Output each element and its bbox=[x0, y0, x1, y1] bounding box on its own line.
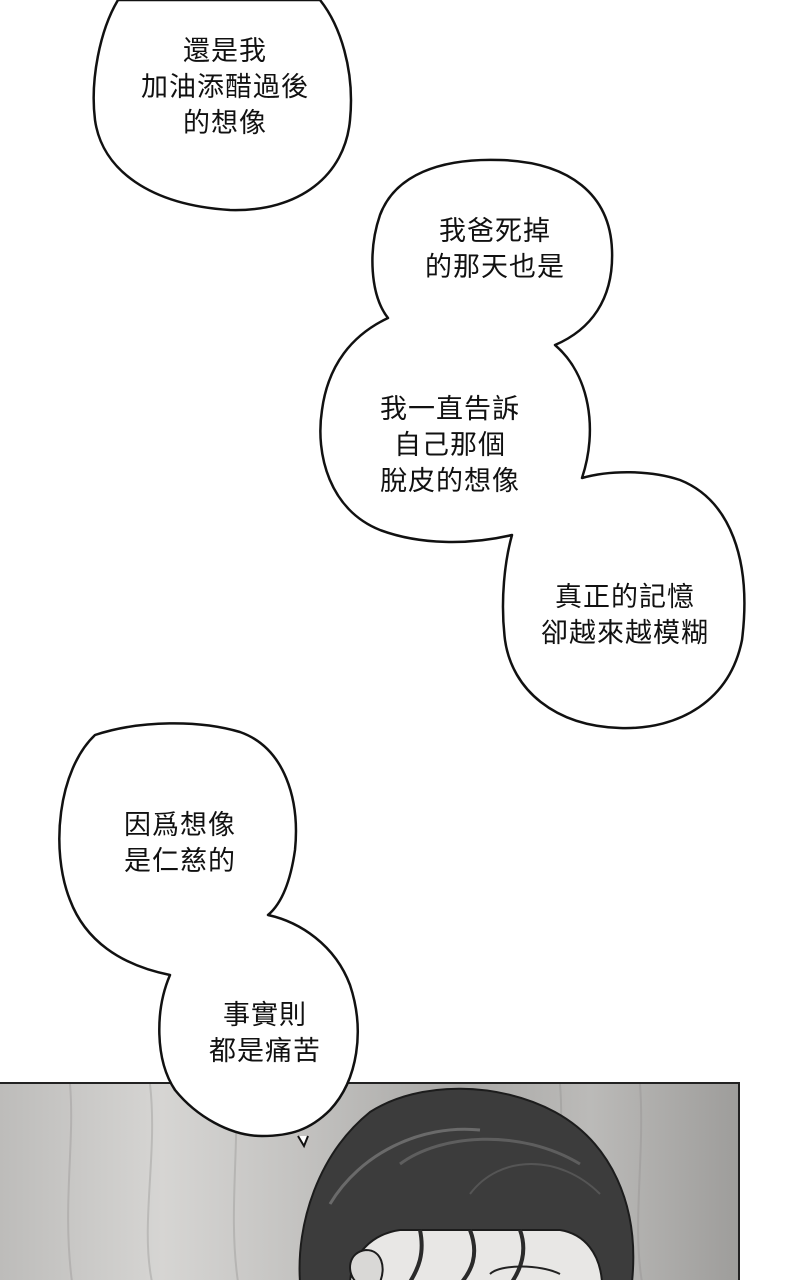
speech-bubble-2-3-4 bbox=[319, 158, 746, 730]
bubble-5-line-1: 因爲想像 bbox=[124, 810, 236, 841]
bubble-2-line-2: 的那天也是 bbox=[425, 252, 565, 283]
bubble-4-text: 真正的記憶 卻越來越模糊 bbox=[520, 580, 730, 652]
bubble-3-line-1: 我一直告訴 bbox=[380, 394, 520, 425]
bubble-3-line-3: 脫皮的想像 bbox=[380, 466, 520, 497]
speech-bubble-1 bbox=[92, 0, 353, 212]
illustration-panel bbox=[0, 1082, 740, 1280]
bubble-2-line-1: 我爸死掉 bbox=[439, 216, 551, 247]
bubble-6-text: 事實則 都是痛苦 bbox=[180, 998, 350, 1070]
bubble-1-line-1: 還是我 bbox=[183, 36, 267, 67]
bubble-2-text: 我爸死掉 的那天也是 bbox=[395, 214, 595, 286]
bubble-1-line-2: 加油添醋過後 bbox=[141, 72, 309, 103]
bubble-3-line-2: 自己那個 bbox=[394, 430, 506, 461]
character-illustration bbox=[67, 1084, 643, 1280]
bubble-3-text: 我一直告訴 自己那個 脫皮的想像 bbox=[345, 392, 555, 500]
bubble-6-line-1: 事實則 bbox=[223, 1000, 307, 1031]
bubble-5-line-2: 是仁慈的 bbox=[124, 846, 236, 877]
bubble-5-text: 因爲想像 是仁慈的 bbox=[90, 808, 270, 880]
bubble-1-line-3: 的想像 bbox=[183, 108, 267, 139]
bubble-tail bbox=[297, 1135, 309, 1149]
bubble-6-line-2: 都是痛苦 bbox=[209, 1036, 321, 1067]
bubble-4-line-2: 卻越來越模糊 bbox=[541, 618, 709, 649]
bubble-1-text: 還是我 加油添醋過後 的想像 bbox=[110, 34, 340, 142]
bubble-4-line-1: 真正的記憶 bbox=[555, 582, 695, 613]
speech-bubble-5-6 bbox=[58, 722, 359, 1138]
